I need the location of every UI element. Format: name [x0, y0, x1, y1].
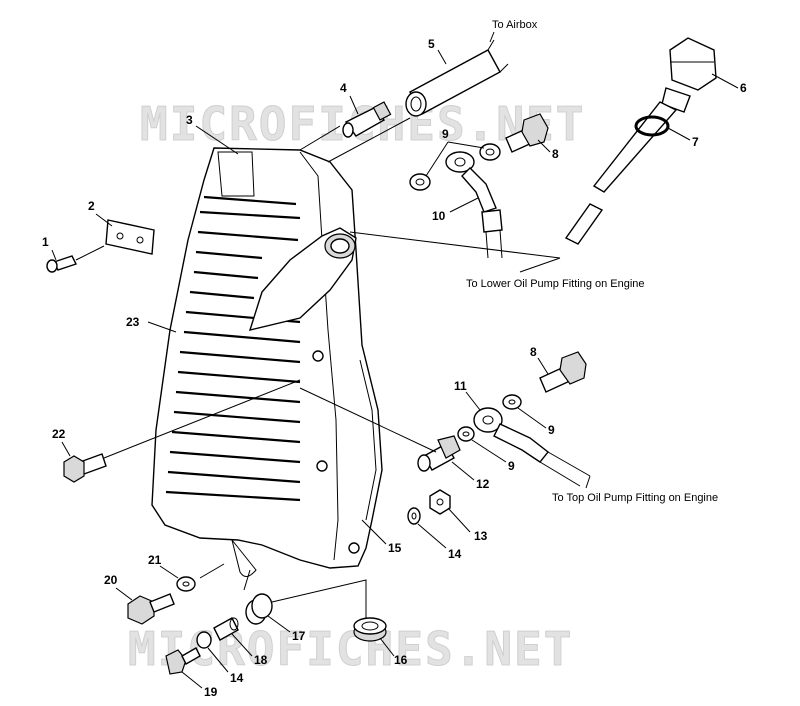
drain-washer: [176, 576, 196, 592]
callout-7: 7: [692, 135, 699, 149]
caption-lower-pump: To Lower Oil Pump Fitting on Engine: [466, 278, 645, 290]
callout-14-right: 14: [448, 547, 462, 561]
callout-4: 4: [340, 81, 347, 95]
lower-pump-leader: [349, 231, 561, 259]
callout-9-lower: 9: [508, 459, 515, 473]
tank-bolt: [63, 379, 301, 483]
dipstick: [564, 37, 717, 245]
callout-17: 17: [292, 629, 306, 643]
tank-ribs: [165, 195, 301, 502]
callout-18: 18: [254, 653, 268, 667]
dipstick-o-ring: [634, 115, 670, 137]
lower-washer-upper: [502, 394, 522, 410]
tank-fitting: [417, 435, 461, 472]
watermark-bottom: MICROFICHES.NET: [128, 622, 573, 676]
callout-5: 5: [428, 37, 435, 51]
lower-banjo-fitting: [473, 407, 591, 487]
callout-20: 20: [104, 573, 118, 587]
lower-banjo-bolt: [539, 351, 587, 393]
callout-12: 12: [476, 477, 490, 491]
callout-22: 22: [52, 427, 66, 441]
callout-8-upper: 8: [552, 147, 559, 161]
bracket-screw: [46, 245, 105, 273]
callout-23: 23: [126, 315, 140, 329]
oil-tank: [151, 147, 383, 577]
grommet-small: [245, 593, 273, 625]
callout-19: 19: [204, 685, 218, 699]
tank-grommet: [353, 617, 387, 642]
drain-screw: [165, 647, 201, 675]
mounting-bracket: [105, 219, 155, 255]
callout-21: 21: [148, 553, 162, 567]
vent-hose: [299, 39, 509, 163]
hex-nut: [429, 489, 451, 515]
caption-to-airbox: To Airbox: [492, 19, 538, 31]
callout-8-lower: 8: [530, 345, 537, 359]
callout-15: 15: [388, 541, 402, 555]
caption-top-pump: To Top Oil Pump Fitting on Engine: [552, 492, 718, 504]
callout-11: 11: [454, 379, 467, 393]
upper-washer-left: [409, 173, 431, 191]
drain-bolt: [127, 593, 175, 625]
flat-washer: [407, 507, 421, 525]
callout-3: 3: [186, 113, 193, 127]
upper-banjo-fitting: [445, 151, 503, 259]
callout-10: 10: [432, 209, 446, 223]
upper-banjo-bolt: [505, 113, 549, 153]
lower-washer-lower: [457, 426, 475, 442]
upper-washer-right: [479, 143, 501, 161]
callouts: 1 2 3 4 5 6 7 8 9 10 8 11 9 9 12 13 14 1…: [42, 37, 747, 699]
callout-13: 13: [474, 529, 488, 543]
callout-9-upper: 9: [442, 127, 449, 141]
callout-6: 6: [740, 81, 747, 95]
spacer-tube: [213, 617, 239, 641]
vent-fitting: [342, 101, 392, 138]
callout-14-lower: 14: [230, 671, 244, 685]
callout-16: 16: [394, 653, 408, 667]
callout-2: 2: [88, 199, 95, 213]
callout-9-right: 9: [548, 423, 555, 437]
drain-washer-lower: [196, 631, 212, 649]
callout-1: 1: [42, 235, 49, 249]
